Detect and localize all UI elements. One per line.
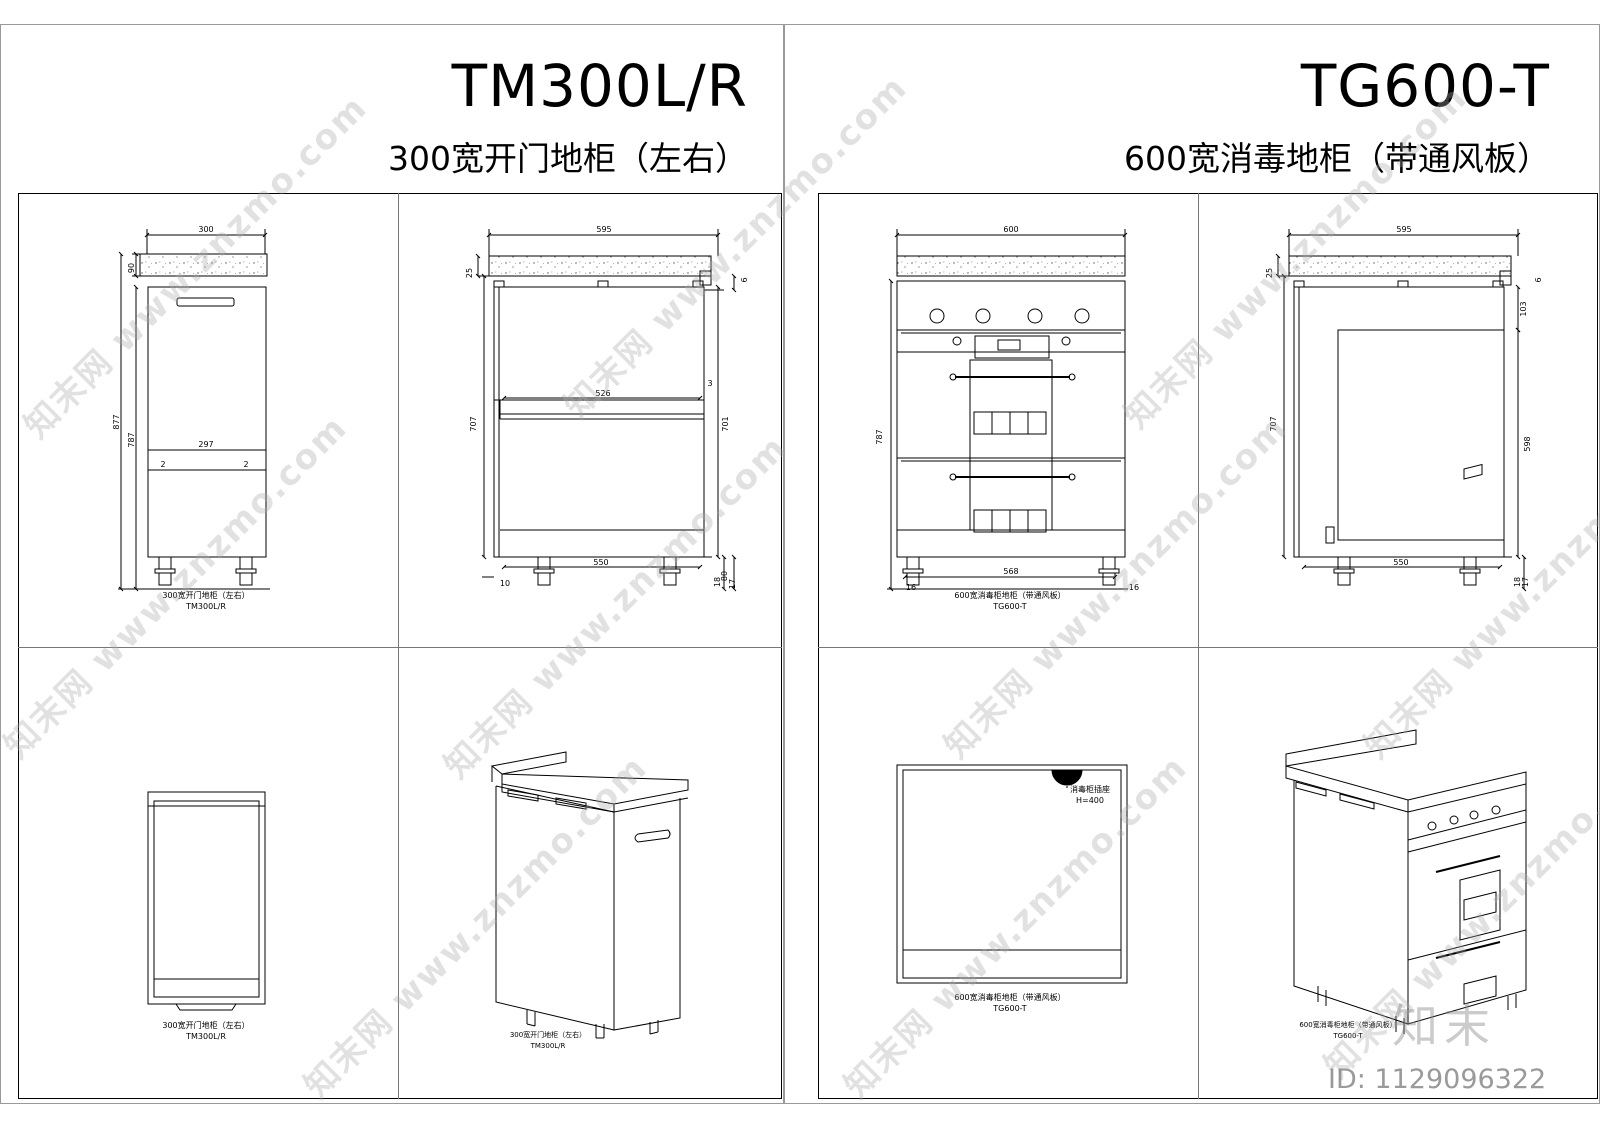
dim-right-side-height-r: 598 (1523, 436, 1532, 451)
left-model-description: 300宽开门地柜（左右） (388, 139, 748, 178)
dim-left-side-foot: 10 (500, 579, 510, 588)
dim-right-side-leg-b: 17 (1521, 577, 1530, 587)
right-vertical-divider (1198, 193, 1199, 1099)
left-front-caption-code: TM300L/R (186, 602, 226, 611)
right-front-caption-cn: 600宽消毒柜地柜（带通风板） (954, 591, 1066, 600)
right-model-description: 600宽消毒地柜（带通风板） (1124, 139, 1550, 178)
right-plan-view (896, 764, 1128, 984)
image-id-text: ID: 1129096322 (1328, 1064, 1547, 1095)
right-plan-caption: 600宽消毒柜地柜（带通风板） TG600-T (940, 992, 1080, 1014)
right-plan-socket-height: H=400 (1076, 796, 1104, 805)
right-model-code: TG600-T (1300, 52, 1550, 120)
brand-watermark: 知末 (1392, 999, 1496, 1053)
dim-right-side-leg-a: 18 (1513, 577, 1522, 587)
right-plan-socket-label: 消毒柜插座 (1070, 785, 1110, 794)
dim-left-front-total: 877 (112, 414, 121, 429)
dim-right-side-base: 550 (1393, 558, 1408, 567)
left-model-code: TM300L/R (451, 52, 748, 120)
right-iso-caption-cn: 600宽消毒柜地柜（带通风板） (1299, 1021, 1397, 1029)
left-side-view (475, 229, 737, 592)
dim-left-front-gap-r: 2 (243, 460, 248, 469)
dim-left-side-leg-a: 18 (713, 577, 722, 587)
right-iso-caption: 600宽消毒柜地柜（带通风板） TG600-T (1288, 1020, 1408, 1042)
dim-right-side-overhang: 6 (1534, 277, 1543, 282)
dim-right-side-topgap: 103 (1519, 301, 1528, 316)
left-iso-view (490, 751, 689, 1039)
right-front-caption: 600宽消毒柜地柜（带通风板） TG600-T (940, 590, 1080, 612)
right-plan-caption-cn: 600宽消毒柜地柜（带通风板） (954, 993, 1066, 1002)
dim-left-side-leg-c: 17 (728, 579, 737, 589)
dim-right-front-base: 568 (1003, 567, 1018, 576)
right-iso-view (1285, 463, 1527, 1034)
dim-left-side-overhang: 6 (740, 277, 749, 282)
left-plan-caption: 300宽开门地柜（左右） TM300L/R (146, 1020, 266, 1042)
dim-right-side-top: 25 (1265, 268, 1274, 278)
left-horizontal-divider (18, 647, 782, 648)
left-front-view (118, 229, 270, 592)
dim-left-front-top: 90 (127, 263, 136, 273)
dim-right-front-foot-r: 16 (1129, 583, 1139, 592)
left-plan-view (147, 791, 266, 1011)
dim-right-front-foot-l: 16 (906, 583, 916, 592)
left-iso-caption-code: TM300L/R (530, 1042, 566, 1050)
dim-right-front-width: 600 (1003, 225, 1018, 234)
right-front-view (887, 229, 1128, 592)
dim-left-side-base: 550 (593, 558, 608, 567)
dim-right-side-depth: 595 (1396, 225, 1411, 234)
right-drawing-frame (818, 193, 1598, 1099)
dim-left-side-height-l: 707 (469, 416, 478, 431)
dim-left-side-top: 25 (465, 268, 474, 278)
dim-right-front-height: 787 (875, 429, 884, 444)
dim-left-front-gap-l: 2 (160, 460, 165, 469)
dim-left-side-height-r: 701 (721, 416, 730, 431)
dim-left-side-shelfgap: 3 (707, 379, 712, 388)
left-iso-caption-cn: 300宽开门地柜（左右） (509, 1031, 587, 1039)
right-side-view (1275, 229, 1527, 592)
left-iso-caption: 300宽开门地柜（左右） TM300L/R (488, 1030, 608, 1052)
left-sheet (0, 24, 785, 1104)
left-drawing-frame (18, 193, 782, 1099)
right-plan-socket-note: 消毒柜插座 H=400 (1060, 784, 1120, 806)
dim-right-side-height-l: 707 (1269, 416, 1278, 431)
right-horizontal-divider (818, 647, 1598, 648)
dim-left-side-shelf: 526 (595, 389, 610, 398)
left-plan-caption-code: TM300L/R (186, 1032, 226, 1041)
dim-left-front-body: 787 (127, 432, 136, 447)
right-front-caption-code: TG600-T (993, 602, 1027, 611)
right-iso-caption-code: TG600-T (1333, 1032, 1363, 1040)
left-plan-caption-cn: 300宽开门地柜（左右） (162, 1021, 250, 1030)
dim-left-side-depth: 595 (596, 225, 611, 234)
dim-left-front-width: 300 (198, 225, 213, 234)
left-vertical-divider (398, 193, 399, 1099)
dim-left-front-inner: 297 (198, 440, 213, 449)
dim-left-side-leg-b: 80 (720, 571, 729, 581)
left-front-caption: 300宽开门地柜（左右） TM300L/R (146, 590, 266, 612)
left-front-caption-cn: 300宽开门地柜（左右） (162, 591, 250, 600)
right-plan-caption-code: TG600-T (993, 1004, 1027, 1013)
